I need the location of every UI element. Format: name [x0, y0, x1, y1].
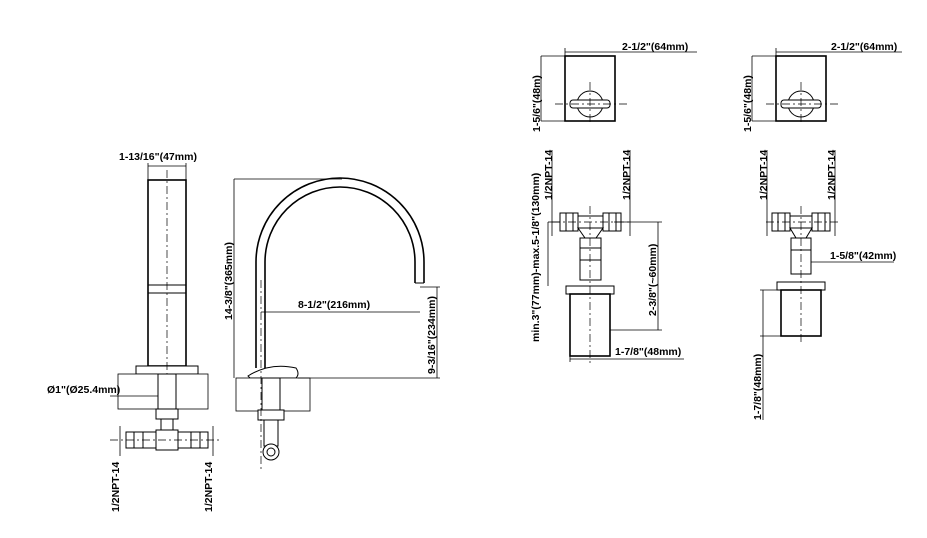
hand-shower: 1-13/16"(47mm) Ø1"(Ø25.4mm) 1/2NPT-14 1/… — [47, 151, 222, 512]
valve2-width-label: 2-1/2"(64mm) — [831, 41, 897, 53]
valve1-npt-left-label: 1/2NPT-14 — [543, 150, 555, 200]
spout-height-label: 14-3/8"(365mm) — [223, 242, 235, 320]
spout: 14-3/8"(365mm) 8-1/2"(216mm) 9-3/16"(234… — [223, 177, 440, 470]
valve-1: 2-1/2"(64mm) 1-5/6"(48m) 1/2NPT-14 1/2NP… — [530, 41, 697, 364]
valve2-plate-height-label: 1-5/6"(48m) — [742, 75, 754, 132]
valve1-body-label: 2-3/8"(~60mm) — [647, 244, 659, 316]
handshower-npt-right-label: 1/2NPT-14 — [203, 462, 215, 512]
valve2-npt-left-label: 1/2NPT-14 — [758, 150, 770, 200]
valve1-npt-right-label: 1/2NPT-14 — [621, 150, 633, 200]
spout-reach-label: 8-1/2"(216mm) — [298, 299, 370, 311]
valve2-npt-right-label: 1/2NPT-14 — [826, 150, 838, 200]
valve1-range-label: min.3"(77mm)-max.5-1/8"(130mm) — [530, 173, 542, 342]
handshower-width-label: 1-13/16"(47mm) — [119, 151, 197, 163]
valve2-base-label: 1-7/8"(48mm) — [752, 354, 764, 420]
valve-2: 2-1/2"(64mm) 1-5/6"(48m) 1/2NPT-14 1/2NP… — [742, 41, 902, 420]
valve1-width-label: 2-1/2"(64mm) — [622, 41, 688, 53]
valve2-body-label: 1-5/8"(42mm) — [830, 250, 896, 262]
handshower-dia-label: Ø1"(Ø25.4mm) — [47, 384, 120, 396]
handshower-npt-left-label: 1/2NPT-14 — [110, 462, 122, 512]
valve1-base-label: 1-7/8"(48mm) — [615, 346, 681, 358]
spout-outlet-height-label: 9-3/16"(234mm) — [426, 296, 438, 374]
valve1-plate-height-label: 1-5/6"(48m) — [531, 75, 543, 132]
